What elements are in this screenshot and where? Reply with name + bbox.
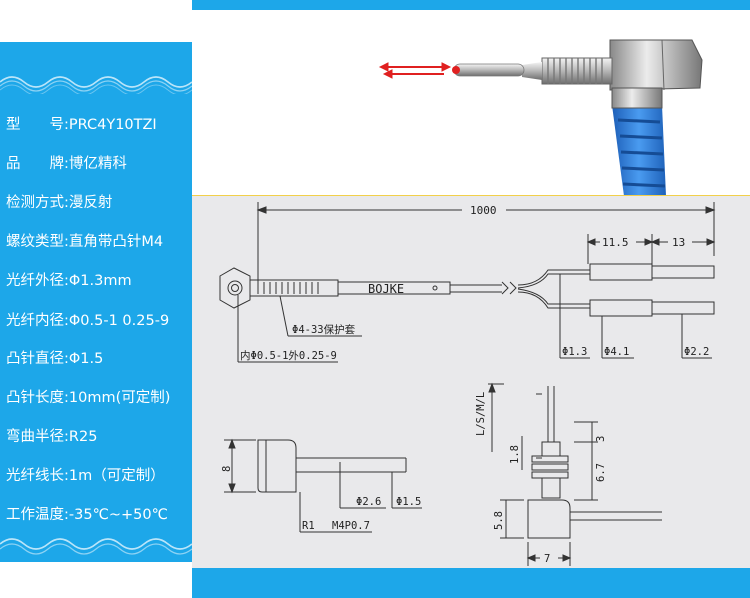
spec-row-temperature: 工作温度:-35℃~+50℃ <box>6 504 168 526</box>
fiber-cable-drawing <box>450 269 590 309</box>
label-d58: 5.8 <box>493 511 505 530</box>
spec-label: 光纤外径: <box>6 273 69 289</box>
sleeve-drawing <box>249 279 451 297</box>
label-d18: 1.8 <box>509 445 521 464</box>
spec-row-model: 型 号:PRC4Y10TZI <box>6 114 157 136</box>
blue-sleeve <box>612 105 666 196</box>
technical-drawing: 1000 11.5 13 BOJKE Φ4-33保护套 内Φ0.5-1外0.25… <box>219 202 716 566</box>
bottom-left-strip <box>0 562 192 598</box>
label-d26: Φ2.6 <box>356 496 381 508</box>
label-d15: Φ1.5 <box>396 496 421 508</box>
top-blue-bar <box>192 0 750 10</box>
product-photo <box>378 39 703 196</box>
dimension-connector <box>586 234 716 264</box>
label-inner-outer-diameter: 内Φ0.5-1外0.25-9 <box>240 349 337 362</box>
spec-value: 博亿精科 <box>68 156 127 172</box>
spec-label: 螺纹类型: <box>6 234 69 250</box>
label-d7: 7 <box>544 553 550 565</box>
hex-head-drawing <box>219 267 251 309</box>
label-lsml: L/S/M/L <box>475 392 487 436</box>
spec-label: 光纤内径: <box>6 313 69 329</box>
label-d8: 8 <box>221 466 233 472</box>
leader-lines <box>237 274 712 363</box>
light-direction-arrows <box>378 62 452 79</box>
spec-label: 品 牌: <box>6 156 69 172</box>
spec-value: 漫反射 <box>68 195 113 211</box>
label-d22: Φ2.2 <box>684 346 709 358</box>
side-view-drawing <box>224 438 422 533</box>
technical-drawing-area <box>192 196 750 568</box>
label-d3: 3 <box>595 436 607 442</box>
wave-decoration-bottom <box>0 538 192 555</box>
label-d67: 6.7 <box>595 463 607 482</box>
spec-value: Φ1.5 <box>68 351 104 367</box>
spec-label: 弯曲半径: <box>6 429 69 445</box>
label-r1: R1 <box>302 520 315 532</box>
spec-row-outer-diameter: 光纤外径:Φ1.3mm <box>6 270 132 292</box>
spec-value: -35℃~+50℃ <box>68 507 168 523</box>
probe-tube <box>452 62 542 80</box>
spec-row-inner-diameter: 光纤内径:Φ0.5-1 0.25-9 <box>6 310 169 332</box>
spec-value: Φ1.3mm <box>68 273 132 289</box>
label-sleeve: Φ4-33保护套 <box>292 323 356 336</box>
spec-row-cable-length: 光纤线长:1m（可定制） <box>6 465 165 487</box>
hex-nut <box>609 39 703 109</box>
label-dim-11-5: 11.5 <box>602 236 629 249</box>
spec-row-bend-radius: 弯曲半径:R25 <box>6 426 97 448</box>
front-view-drawing <box>488 382 662 566</box>
label-brand-mark: BOJKE <box>368 282 404 296</box>
spec-row-detection: 检测方式:漫反射 <box>6 192 112 214</box>
spec-label: 型 号: <box>6 117 69 133</box>
spec-label: 检测方式: <box>6 195 69 211</box>
spec-label: 凸针直径: <box>6 351 69 367</box>
spec-row-thread: 螺纹类型:直角带凸针M4 <box>6 231 163 253</box>
connectors-drawing <box>589 263 715 317</box>
spec-value: 1m（可定制） <box>68 468 165 484</box>
spec-value: Φ0.5-1 0.25-9 <box>68 313 170 329</box>
spec-value: PRC4Y10TZI <box>68 117 157 133</box>
bottom-blue-bar <box>192 568 750 598</box>
spec-value: 直角带凸针M4 <box>68 234 164 250</box>
spec-label: 凸针长度: <box>6 390 69 406</box>
wave-decoration-top <box>0 76 192 94</box>
label-d13: Φ1.3 <box>562 346 587 358</box>
spec-label: 光纤线长: <box>6 468 69 484</box>
spec-value: R25 <box>68 429 98 445</box>
spec-row-brand: 品 牌:博亿精科 <box>6 153 127 175</box>
label-d41: Φ4.1 <box>604 346 629 358</box>
threaded-body <box>541 57 613 85</box>
label-total-length: 1000 <box>470 204 497 217</box>
spec-row-pin-diameter: 凸针直径:Φ1.5 <box>6 348 103 370</box>
spec-label: 工作温度: <box>6 507 69 523</box>
dimension-total-length <box>256 202 716 286</box>
spec-value: 10mm(可定制) <box>68 390 171 406</box>
label-dim-13: 13 <box>672 236 685 249</box>
spec-panel: 型 号:PRC4Y10TZI 品 牌:博亿精科 检测方式:漫反射 螺纹类型:直角… <box>0 42 192 562</box>
spec-row-pin-length: 凸针长度:10mm(可定制) <box>6 387 170 409</box>
label-m4: M4P0.7 <box>332 520 370 532</box>
